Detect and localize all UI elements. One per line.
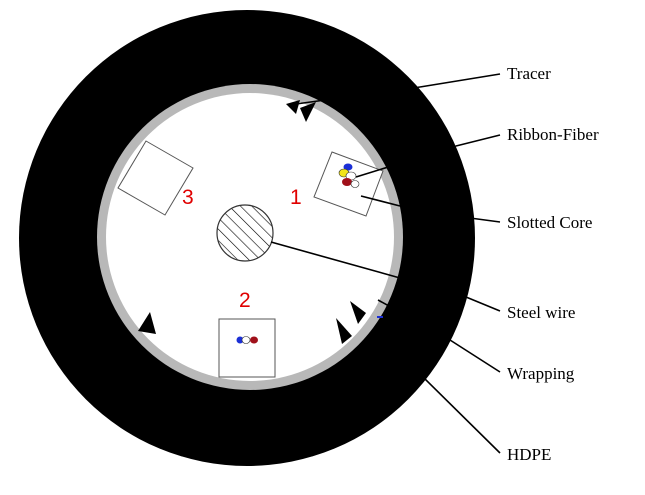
core-notch (350, 301, 366, 324)
core-notch (138, 312, 156, 334)
label-slotted-core: Slotted Core (507, 213, 592, 232)
slot-number-1: 1 (290, 186, 302, 209)
slot-1 (313, 151, 384, 217)
slot-number-3: 3 (182, 186, 194, 209)
fiber-fragment (377, 316, 383, 318)
leader-slotted-core (360, 195, 401, 207)
label-hdpe: HDPE (507, 445, 551, 464)
label-steel-wire: Steel wire (507, 303, 575, 322)
fiber-white (350, 180, 360, 188)
fiber-red (342, 178, 352, 186)
core-notch (300, 102, 316, 122)
leader-tracer-outer (419, 73, 501, 88)
label-tracer: Tracer (507, 64, 551, 83)
fiber-white (241, 336, 251, 344)
label-ribbon-fiber: Ribbon-Fiber (507, 125, 599, 144)
leader-ribbon-fiber-outer (455, 134, 501, 147)
leader-steel-wire (270, 241, 401, 279)
leader-steel-wire-outer (465, 296, 501, 312)
fiber-blue (236, 336, 244, 344)
fiber-blue (343, 163, 353, 171)
leader-hdpe (423, 377, 501, 454)
slot-number-2: 2 (239, 289, 251, 312)
slot-3 (117, 140, 194, 216)
leader-steel-wire-mid (377, 299, 401, 313)
leader-wrapping (449, 339, 501, 373)
steel-wire-center (216, 204, 274, 262)
leader-ribbon-fiber (355, 145, 457, 178)
label-wrapping: Wrapping (507, 364, 575, 383)
core-notch (336, 318, 352, 344)
slot-2 (218, 318, 276, 378)
leader-slotted-core-outer (469, 217, 501, 223)
fiber-red (250, 336, 258, 344)
leader-tracer (295, 86, 421, 105)
